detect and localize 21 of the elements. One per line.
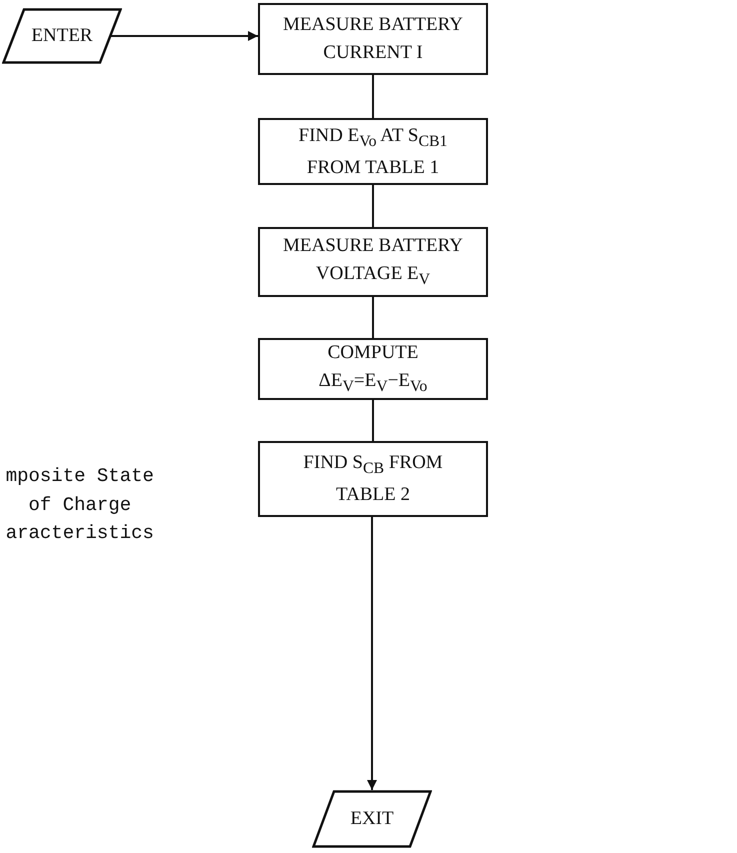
connector-line	[372, 297, 374, 338]
connector-line	[372, 185, 374, 227]
step-text: COMPUTE ΔE$_{V}$=E$_{V}$−E$_{Vo}$	[318, 341, 428, 397]
terminal-parallelogram	[2, 8, 122, 64]
step-text: MEASURE BATTERY CURRENT I	[282, 13, 464, 65]
arrow	[367, 517, 377, 790]
process-box	[258, 227, 488, 297]
process-box	[258, 118, 488, 185]
step-text: MEASURE BATTERY VOLTAGE E$_{V}$	[282, 234, 464, 290]
connector-line	[372, 400, 374, 441]
connector-line	[372, 75, 374, 118]
process-box	[258, 338, 488, 400]
step-text: ENTER	[30, 24, 94, 48]
terminal-parallelogram	[312, 790, 432, 848]
process-box	[258, 3, 488, 75]
step-text: FIND E$_{Vo}$ AT S$_{CB1}$ FROM TABLE 1	[298, 124, 448, 180]
process-box	[258, 441, 488, 517]
arrow	[111, 31, 258, 41]
step-text: EXIT	[349, 807, 395, 832]
note-text: mposite State of Charge aracteristics	[4, 464, 155, 546]
step-text: FIND S$_{CB}$ FROM TABLE 2	[302, 451, 444, 508]
